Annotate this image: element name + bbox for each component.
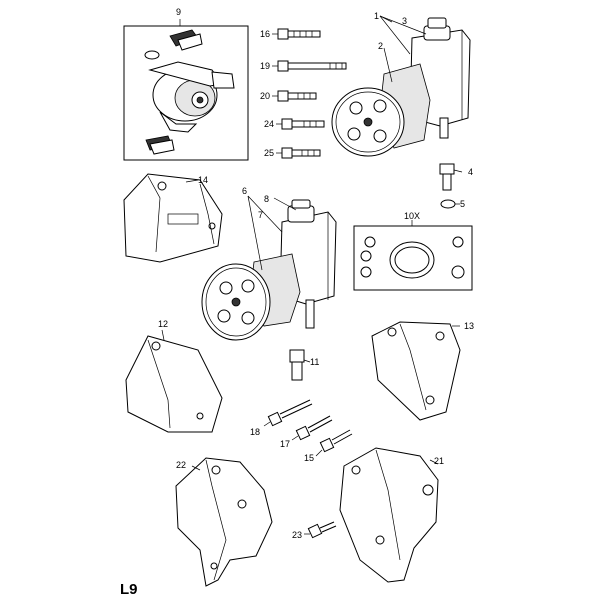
callout-9: 9 <box>176 7 181 17</box>
bolt-20 <box>272 90 317 102</box>
bolt-23 <box>304 521 337 539</box>
spacer-bolt-11 <box>289 349 311 381</box>
union-fitting-4 <box>439 163 463 191</box>
callout-21: 21 <box>434 456 444 466</box>
callout-leaders-6-7-8 <box>247 195 297 271</box>
callout-17: 17 <box>280 439 290 449</box>
callout-15: 15 <box>304 453 314 463</box>
power-steering-pump-6 <box>201 199 337 341</box>
callout-19: 19 <box>260 61 270 71</box>
callout-25: 25 <box>264 148 274 158</box>
callout-12: 12 <box>158 319 168 329</box>
callout-3: 3 <box>402 16 407 26</box>
callout-22: 22 <box>176 460 186 470</box>
bolt-18 <box>263 399 313 427</box>
callout-24: 24 <box>264 119 274 129</box>
bolt-19 <box>272 60 347 72</box>
callout-11: 11 <box>310 357 319 367</box>
sealing-ring-5 <box>440 199 460 209</box>
callout-2: 2 <box>378 41 383 51</box>
bracket-22 <box>175 457 273 587</box>
bracket-13 <box>371 321 461 421</box>
callout-20: 20 <box>260 91 270 101</box>
bracket-21 <box>339 447 439 583</box>
callout-1: 1 <box>374 11 379 21</box>
bolt-25 <box>276 147 321 159</box>
callout-6: 6 <box>242 186 247 196</box>
bolt-24 <box>276 118 325 130</box>
bolt-15 <box>315 429 353 457</box>
callout-13: 13 <box>464 321 474 331</box>
callout-8: 8 <box>264 194 269 204</box>
page-code: L9 <box>120 581 138 598</box>
callout-7: 7 <box>258 210 263 220</box>
callout-16: 16 <box>260 29 270 39</box>
power-steering-pump-1 <box>331 17 471 157</box>
gasket-kit-10x-box <box>353 220 473 291</box>
bracket-14 <box>123 173 223 263</box>
callout-14: 14 <box>198 175 208 185</box>
part-9-pump-kit-box <box>123 19 249 161</box>
bolt-17 <box>291 415 333 441</box>
callout-4: 4 <box>468 167 473 177</box>
callout-leaders-1-2-3 <box>379 15 427 83</box>
bracket-12 <box>125 329 223 433</box>
callout-10x: 10X <box>404 211 420 221</box>
callout-5: 5 <box>460 199 465 209</box>
callout-23: 23 <box>292 530 302 540</box>
callout-18: 18 <box>250 427 260 437</box>
bolt-16 <box>272 28 321 40</box>
